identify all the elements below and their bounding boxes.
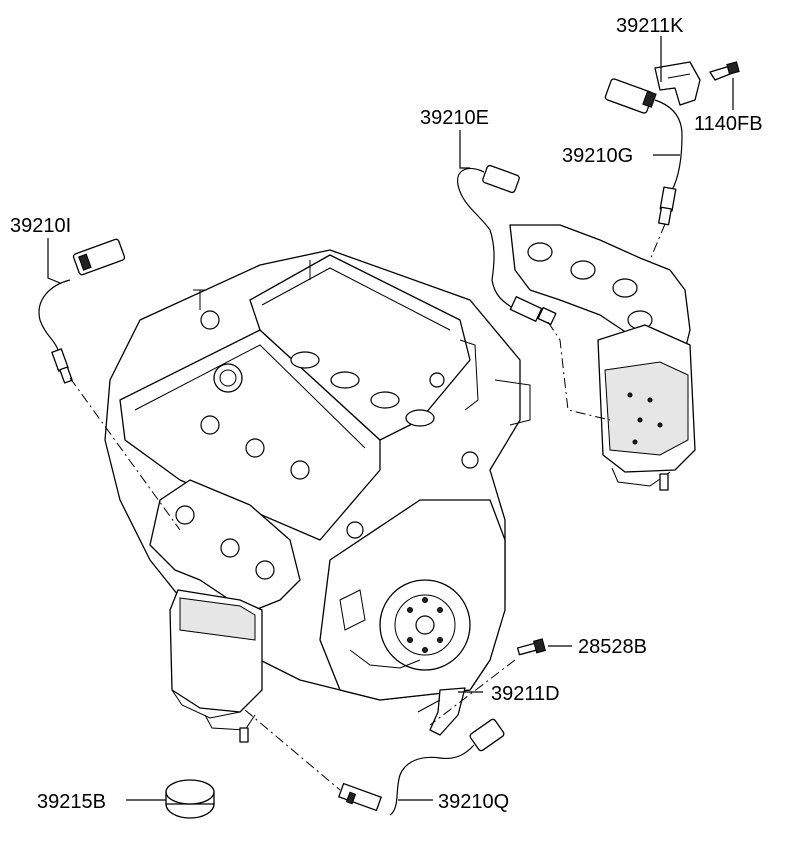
bolt-28528B [516, 638, 546, 656]
plug-39215B [165, 779, 215, 819]
bracket-39211K [654, 61, 701, 106]
sensor-39210E [457, 164, 557, 326]
label-39215B: 39215B [37, 791, 106, 813]
front-exhaust-manifold [149, 479, 301, 743]
label-39210G: 39210G [562, 145, 633, 167]
label-28528B: 28528B [578, 636, 647, 658]
bolt-1140FB [709, 61, 740, 81]
sensor-39210Q [338, 718, 505, 816]
rear-exhaust-manifold [509, 224, 696, 491]
label-1140FB: 1140FB [694, 113, 763, 135]
label-39211D: 39211D [491, 683, 560, 705]
label-39210I: 39210I [10, 215, 71, 237]
assembly-lines [69, 223, 666, 791]
label-39210Q: 39210Q [438, 791, 509, 813]
sensor-39210G [604, 78, 683, 226]
engine-assembly [104, 249, 531, 701]
label-39210E: 39210E [420, 107, 489, 129]
sensor-39210I [38, 238, 126, 384]
label-39211K: 39211K [616, 15, 684, 37]
leader-lines [47, 36, 734, 801]
